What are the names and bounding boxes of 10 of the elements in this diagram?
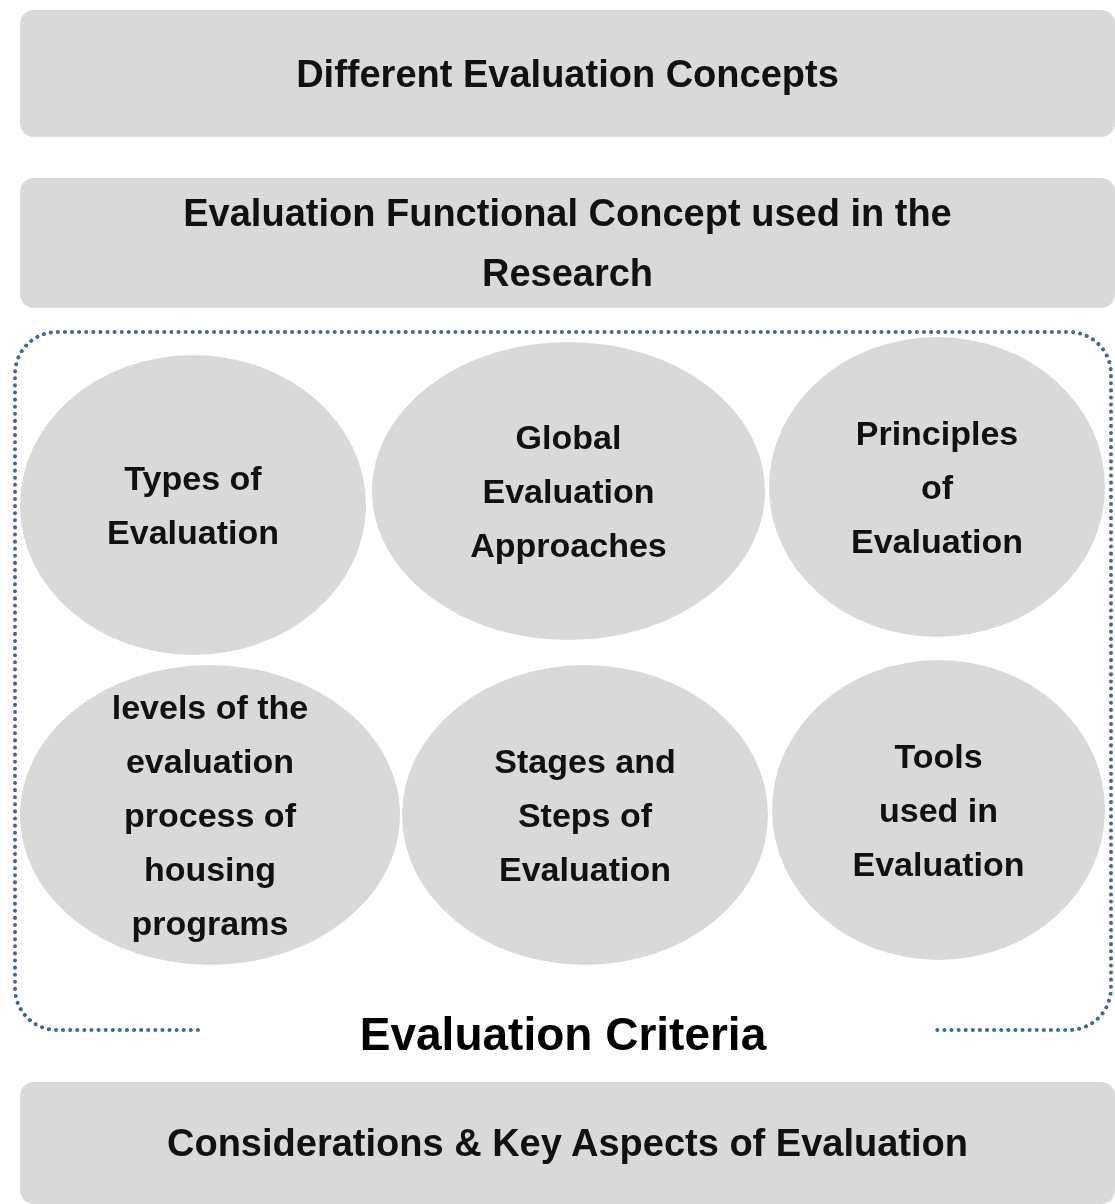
concept-box: Different Evaluation Concepts bbox=[20, 10, 1115, 137]
topic-ellipse: Tools used in Evaluation bbox=[772, 660, 1105, 960]
concept-box: Evaluation Functional Concept used in the Research bbox=[20, 178, 1115, 308]
group-heading: Evaluation Criteria bbox=[359, 1007, 767, 1062]
topic-ellipse: levels of the evaluation process of housing programs bbox=[20, 665, 400, 965]
topic-ellipse: Stages and Steps of Evaluation bbox=[402, 665, 768, 965]
topic-ellipse: Types of Evaluation bbox=[20, 355, 366, 655]
concept-box: Considerations & Key Aspects of Evaluation bbox=[20, 1082, 1115, 1204]
topic-ellipse: Principles of Evaluation bbox=[769, 337, 1105, 637]
topic-ellipse: Global Evaluation Approaches bbox=[372, 342, 765, 640]
